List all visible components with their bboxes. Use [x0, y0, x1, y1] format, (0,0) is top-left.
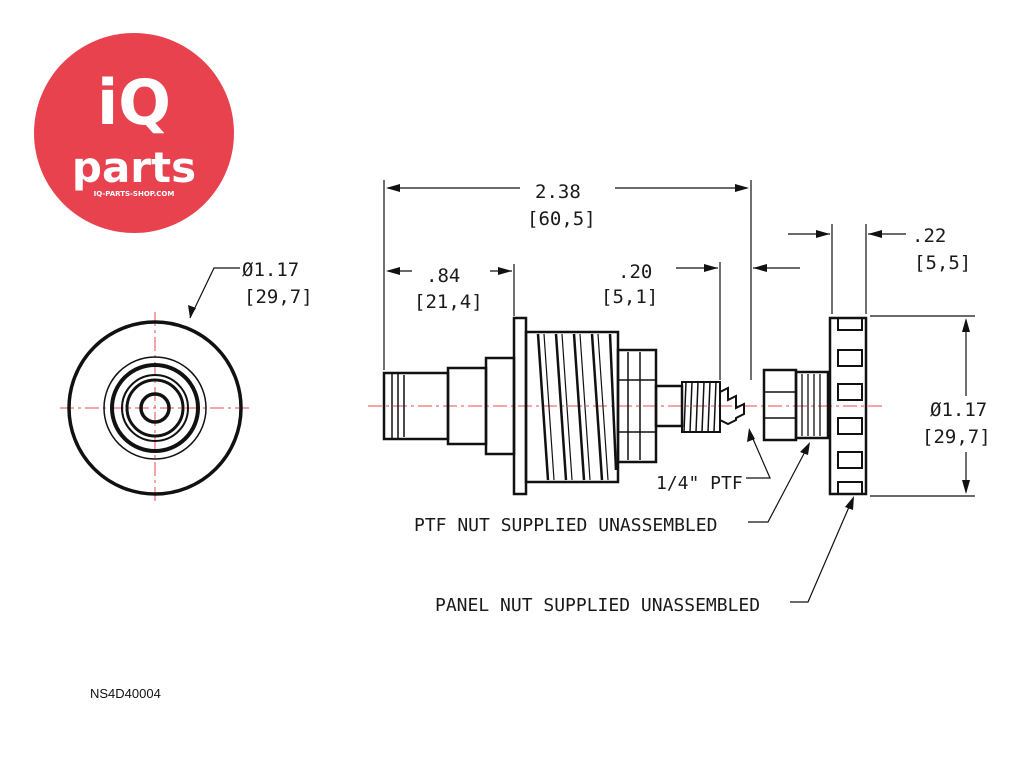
end-view-diameter-mm: [29,7]	[244, 286, 313, 308]
panel-nut-width-inch: .22	[912, 225, 946, 247]
thread-length-mm: [5,1]	[601, 286, 658, 308]
logo-brand-bottom: parts	[72, 143, 196, 192]
overall-length-inch: 2.38	[535, 181, 581, 203]
note-leaders	[746, 428, 854, 603]
logo-circle	[34, 33, 234, 233]
end-view-diameter-inch: Ø1.17	[242, 259, 299, 281]
iq-parts-logo: iQ parts IQ-PARTS-SHOP.COM	[34, 33, 234, 233]
side-view	[368, 316, 885, 496]
panel-nut-diameter-mm: [29,7]	[922, 426, 991, 448]
shank-length-inch: .84	[426, 265, 460, 287]
logo-url: IQ-PARTS-SHOP.COM	[94, 190, 175, 198]
end-view	[60, 267, 252, 505]
shank-length-mm: [21,4]	[414, 291, 483, 313]
thread-note: 1/4" PTF	[656, 473, 743, 494]
ptf-nut-note: PTF NUT SUPPLIED UNASSEMBLED	[414, 515, 717, 536]
logo-brand-top: iQ	[97, 66, 171, 139]
dimension-lines	[383, 180, 975, 497]
thread-length-inch: .20	[618, 261, 652, 283]
panel-nut-diameter-inch: Ø1.17	[930, 399, 987, 421]
part-number: NS4D40004	[90, 686, 161, 701]
overall-length-mm: [60,5]	[527, 208, 596, 230]
panel-nut-note: PANEL NUT SUPPLIED UNASSEMBLED	[435, 595, 760, 616]
panel-nut-width-mm: [5,5]	[914, 252, 971, 274]
